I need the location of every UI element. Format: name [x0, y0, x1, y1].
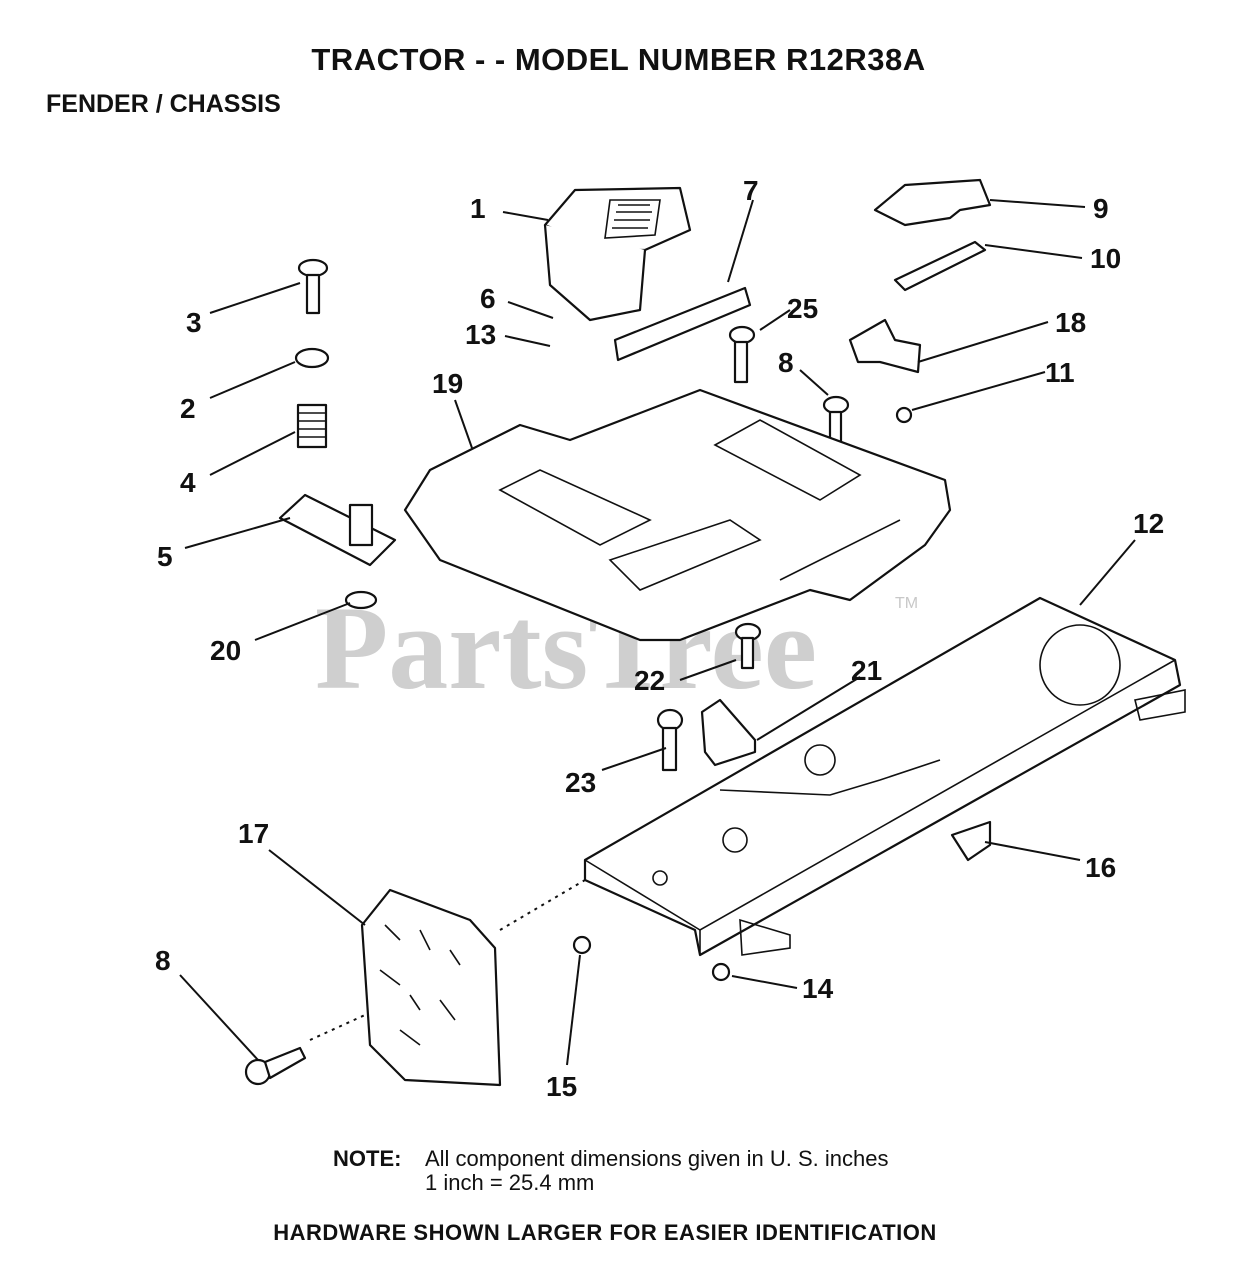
callout-4: 4	[180, 467, 196, 498]
part-22-bolt	[734, 622, 762, 670]
callout-20: 20	[210, 635, 241, 666]
part-1-tray	[543, 186, 692, 322]
callout-22: 22	[634, 665, 665, 696]
part-15-nut	[572, 935, 592, 955]
part-11-nut	[895, 406, 913, 424]
part-12-chassis	[583, 596, 1186, 957]
part-14-nut	[711, 962, 731, 982]
section-subtitle: FENDER / CHASSIS	[46, 90, 281, 118]
part-21-bracket	[700, 698, 757, 767]
part-4-spring	[296, 403, 328, 449]
part-2-washer	[294, 347, 330, 369]
part-8-bolt-lower	[244, 1046, 307, 1086]
callout-18: 18	[1055, 307, 1086, 338]
callout-11: 11	[1045, 357, 1075, 388]
callout-13: 13	[465, 319, 496, 350]
part-18-bracket	[848, 318, 922, 374]
note-label: NOTE:	[333, 1146, 402, 1171]
callout-1: 1	[470, 193, 486, 224]
callout-15: 15	[546, 1071, 577, 1102]
part-3-bolt	[297, 258, 329, 315]
part-9-plate	[873, 178, 992, 227]
callout-10: 10	[1090, 243, 1121, 274]
part-16-clip	[950, 820, 992, 862]
callout-25: 25	[787, 293, 818, 324]
part-7-decal	[613, 286, 752, 362]
note-line-1: All component dimensions given in U. S. …	[425, 1146, 889, 1171]
part-17-plate	[360, 888, 502, 1087]
note-line-2: 1 inch = 25.4 mm	[425, 1170, 595, 1195]
part-5-plate	[278, 493, 397, 567]
part-19-fender	[403, 388, 952, 642]
callout-8-lower: 8	[155, 945, 171, 976]
callout-21: 21	[851, 655, 882, 686]
part-8-bolt-upper	[822, 395, 850, 454]
callout-5: 5	[157, 541, 173, 572]
callout-16: 16	[1085, 852, 1116, 883]
callout-9: 9	[1093, 193, 1109, 224]
callout-7: 7	[743, 175, 759, 206]
part-20-washer	[344, 590, 378, 610]
callout-2: 2	[180, 393, 196, 424]
part-23-bolt	[656, 708, 684, 772]
diagram-title: TRACTOR - - MODEL NUMBER R12R38A	[311, 42, 926, 77]
callout-6: 6	[480, 283, 496, 314]
part-25-bolt	[728, 325, 756, 384]
callout-8: 8	[778, 347, 794, 378]
callout-3: 3	[186, 307, 202, 338]
watermark-tm: TM	[895, 595, 918, 612]
callout-14: 14	[802, 973, 834, 1004]
callout-19: 19	[432, 368, 463, 399]
footer-text: HARDWARE SHOWN LARGER FOR EASIER IDENTIF…	[273, 1220, 937, 1245]
callout-23: 23	[565, 767, 596, 798]
callout-12: 12	[1133, 508, 1164, 539]
callout-17: 17	[238, 818, 269, 849]
part-10-strip	[893, 240, 987, 292]
